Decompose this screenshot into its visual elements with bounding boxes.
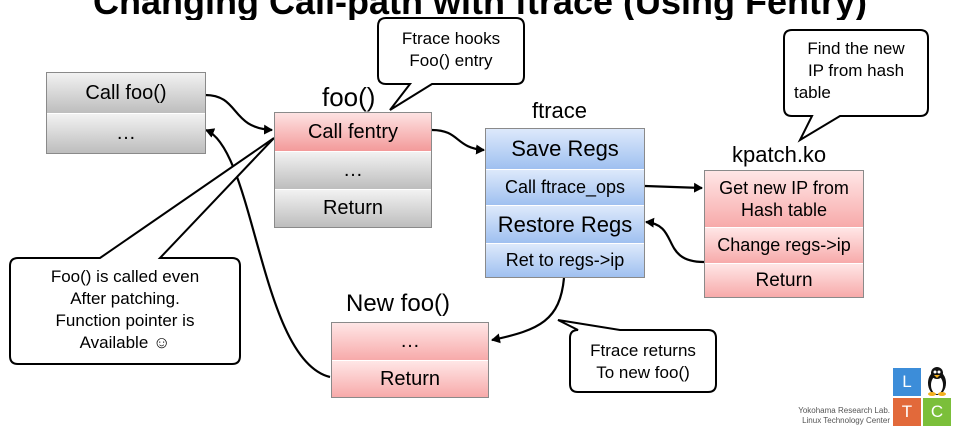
callout-called-line3: Function pointer is xyxy=(55,311,195,330)
kpatch-change-ip: Change regs->ip xyxy=(705,227,863,263)
logo-caption: Yokohama Research Lab. Linux Technology … xyxy=(770,406,890,426)
kpatch-stack: Get new IP from Hash table Change regs->… xyxy=(704,170,864,298)
callout-returns-line1: Ftrace returns xyxy=(590,341,696,360)
arrow-ret-to-new-foo xyxy=(491,277,566,344)
kpatch-return: Return xyxy=(705,263,863,297)
callout-hooks-line1: Ftrace hooks xyxy=(401,29,501,48)
ftrace-restore-regs: Restore Regs xyxy=(486,205,644,243)
ftrace-call-ops: Call ftrace_ops xyxy=(486,169,644,205)
arrow-kpatch-to-restore-regs xyxy=(645,217,705,264)
kpatch-title: kpatch.ko xyxy=(732,142,827,167)
logo-line1: Yokohama Research Lab. xyxy=(798,406,890,415)
callout-returns-bubble xyxy=(557,319,717,393)
logo-line2: Linux Technology Center xyxy=(802,416,890,425)
callout-returns-line2: To new foo() xyxy=(596,363,690,382)
foo-ellipsis: … xyxy=(275,151,431,189)
callout-hooks-bubble xyxy=(377,17,525,111)
callout-hash-line3: table xyxy=(794,83,831,102)
new-foo-title: New foo() xyxy=(346,290,451,317)
callout-hooks-line2: Foo() entry xyxy=(409,51,493,70)
logo-l-square: L xyxy=(893,368,921,396)
callout-hooks: Ftrace hooks Foo() entry xyxy=(380,28,522,72)
ftrace-title: ftrace xyxy=(532,98,588,123)
new-foo-stack: … Return xyxy=(331,322,489,398)
penguin-icon xyxy=(928,367,946,396)
callout-hash-bubble xyxy=(783,29,929,143)
callout-hash: Find the new IP from hash table xyxy=(788,38,924,104)
logo-c-square: C xyxy=(923,398,951,426)
arrow-fentry-to-save-regs xyxy=(431,128,485,155)
ftrace-stack: Save Regs Call ftrace_ops Restore Regs R… xyxy=(485,128,645,278)
ftrace-ret-to-ip: Ret to regs->ip xyxy=(486,243,644,277)
callout-called-line4: Available ☺ xyxy=(79,333,171,352)
callout-called: Foo() is called even After patching. Fun… xyxy=(12,266,238,354)
arrow-ftrace-ops-to-kpatch xyxy=(644,182,703,193)
foo-call-fentry: Call fentry xyxy=(275,113,431,151)
ftrace-save-regs: Save Regs xyxy=(486,129,644,169)
caller-stack: Call foo() … xyxy=(46,72,206,154)
foo-stack: Call fentry … Return xyxy=(274,112,432,228)
logo-t-square: T xyxy=(893,398,921,426)
arrow-call-foo-to-fentry xyxy=(204,93,273,135)
callout-hash-line2: IP from hash xyxy=(807,61,905,80)
arrow-return-to-caller xyxy=(205,128,331,379)
callout-called-bubble xyxy=(9,137,275,365)
callout-called-line1: Foo() is called even xyxy=(50,267,200,286)
slide-title: Changing Call-path with ftrace (Using Fe… xyxy=(40,0,920,20)
callout-returns: Ftrace returns To new foo() xyxy=(572,340,714,384)
foo-return: Return xyxy=(275,189,431,227)
kpatch-get-new-ip: Get new IP from Hash table xyxy=(705,171,863,227)
callout-called-line2: After patching. xyxy=(70,289,180,308)
caller-ellipsis: … xyxy=(47,113,205,153)
foo-title: foo() xyxy=(322,82,376,112)
caller-call-foo: Call foo() xyxy=(47,73,205,113)
new-foo-return: Return xyxy=(332,360,488,397)
new-foo-ellipsis: … xyxy=(332,323,488,360)
callout-hash-line1: Find the new xyxy=(807,39,905,58)
